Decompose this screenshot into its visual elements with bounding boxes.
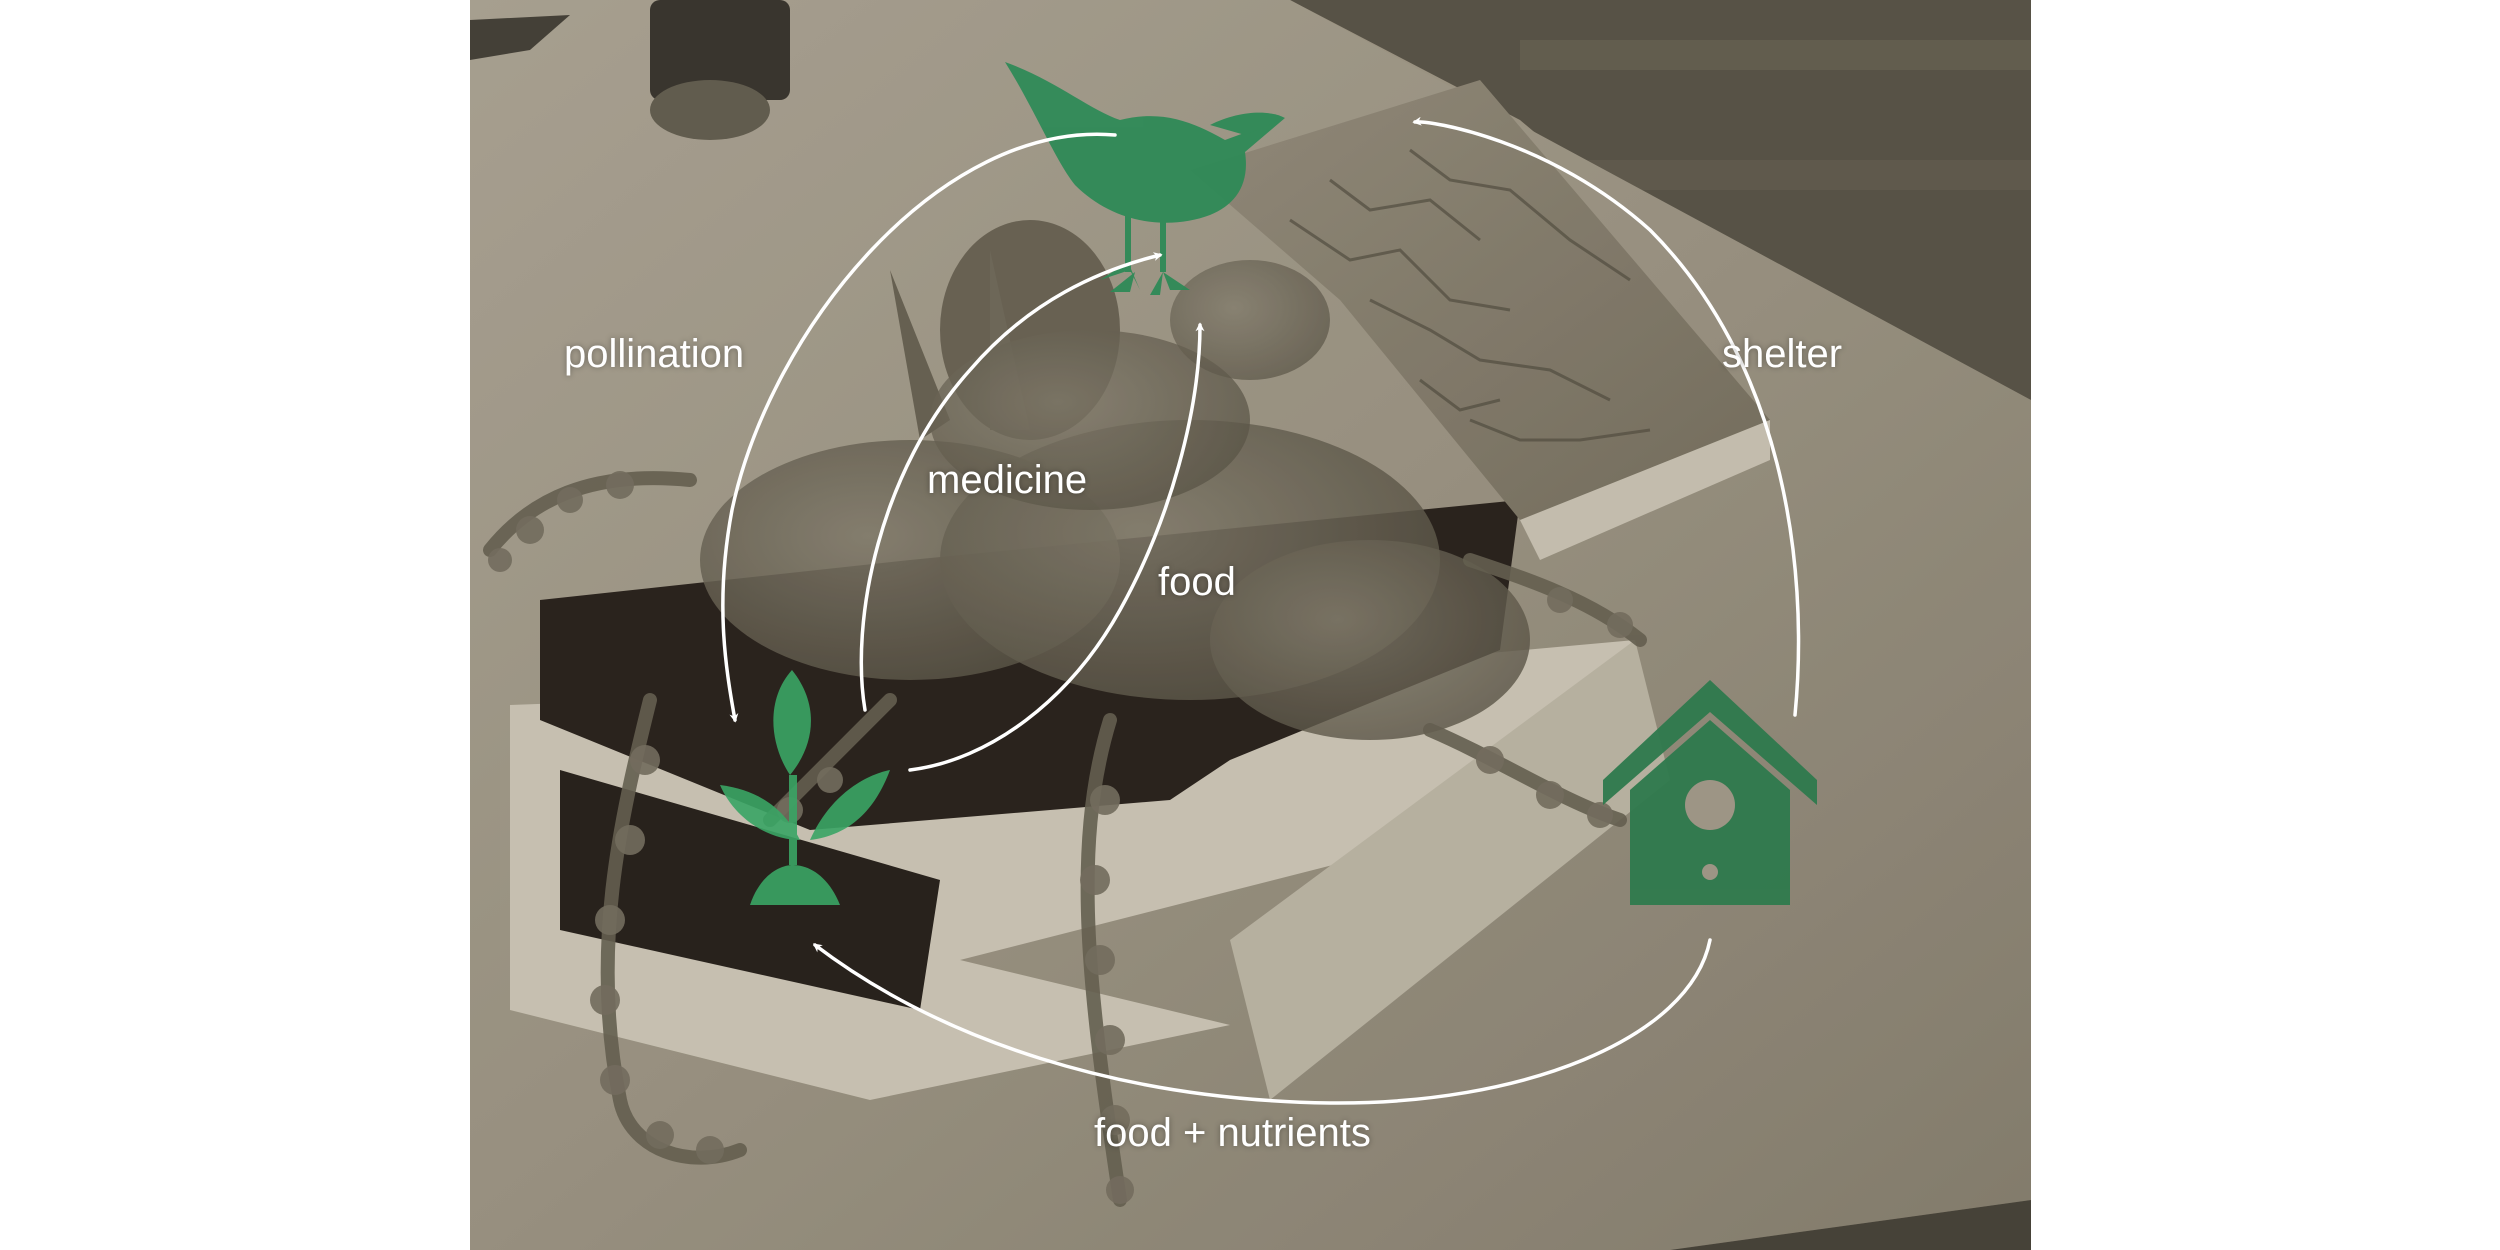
photo-object-base — [650, 80, 770, 140]
arrow-medicine — [859, 252, 1163, 712]
photo-dim — [470, 0, 2031, 1250]
sprout-icon — [720, 670, 890, 905]
label-pollination: pollination — [564, 332, 745, 376]
photo-planter-panel — [560, 770, 940, 1010]
arrow-pollination — [721, 132, 1117, 723]
photo-object-left — [470, 15, 570, 60]
photo-roof-edge — [1520, 420, 1770, 560]
label-food: food — [1158, 560, 1236, 604]
background-photo — [470, 0, 2031, 1250]
bird-icon — [1005, 62, 1285, 295]
arrow-nutrients — [812, 938, 1712, 1105]
photo-roof — [1190, 80, 1770, 520]
photo-table-edge — [1670, 1200, 2031, 1250]
label-food-nutrients: food + nutrients — [1094, 1111, 1371, 1155]
photo-shelf-low — [1550, 160, 2031, 190]
birdhouse-icon — [1603, 680, 1817, 905]
label-medicine: medicine — [927, 458, 1088, 502]
photo-shelf — [1520, 40, 2031, 70]
photo-roof-cracks — [1289, 148, 1651, 442]
photo-planter-side — [1230, 640, 1670, 1100]
label-shelter: shelter — [1722, 332, 1843, 376]
diagram-scene: pollination medicine food shelter food +… — [470, 0, 2031, 1250]
arrow-shelter — [1412, 116, 1801, 717]
arrows — [721, 116, 1801, 1105]
photo-foliage — [700, 220, 1530, 740]
arrow-food — [908, 322, 1205, 772]
photo-leaves — [488, 471, 1633, 1204]
photo-object — [650, 0, 790, 100]
